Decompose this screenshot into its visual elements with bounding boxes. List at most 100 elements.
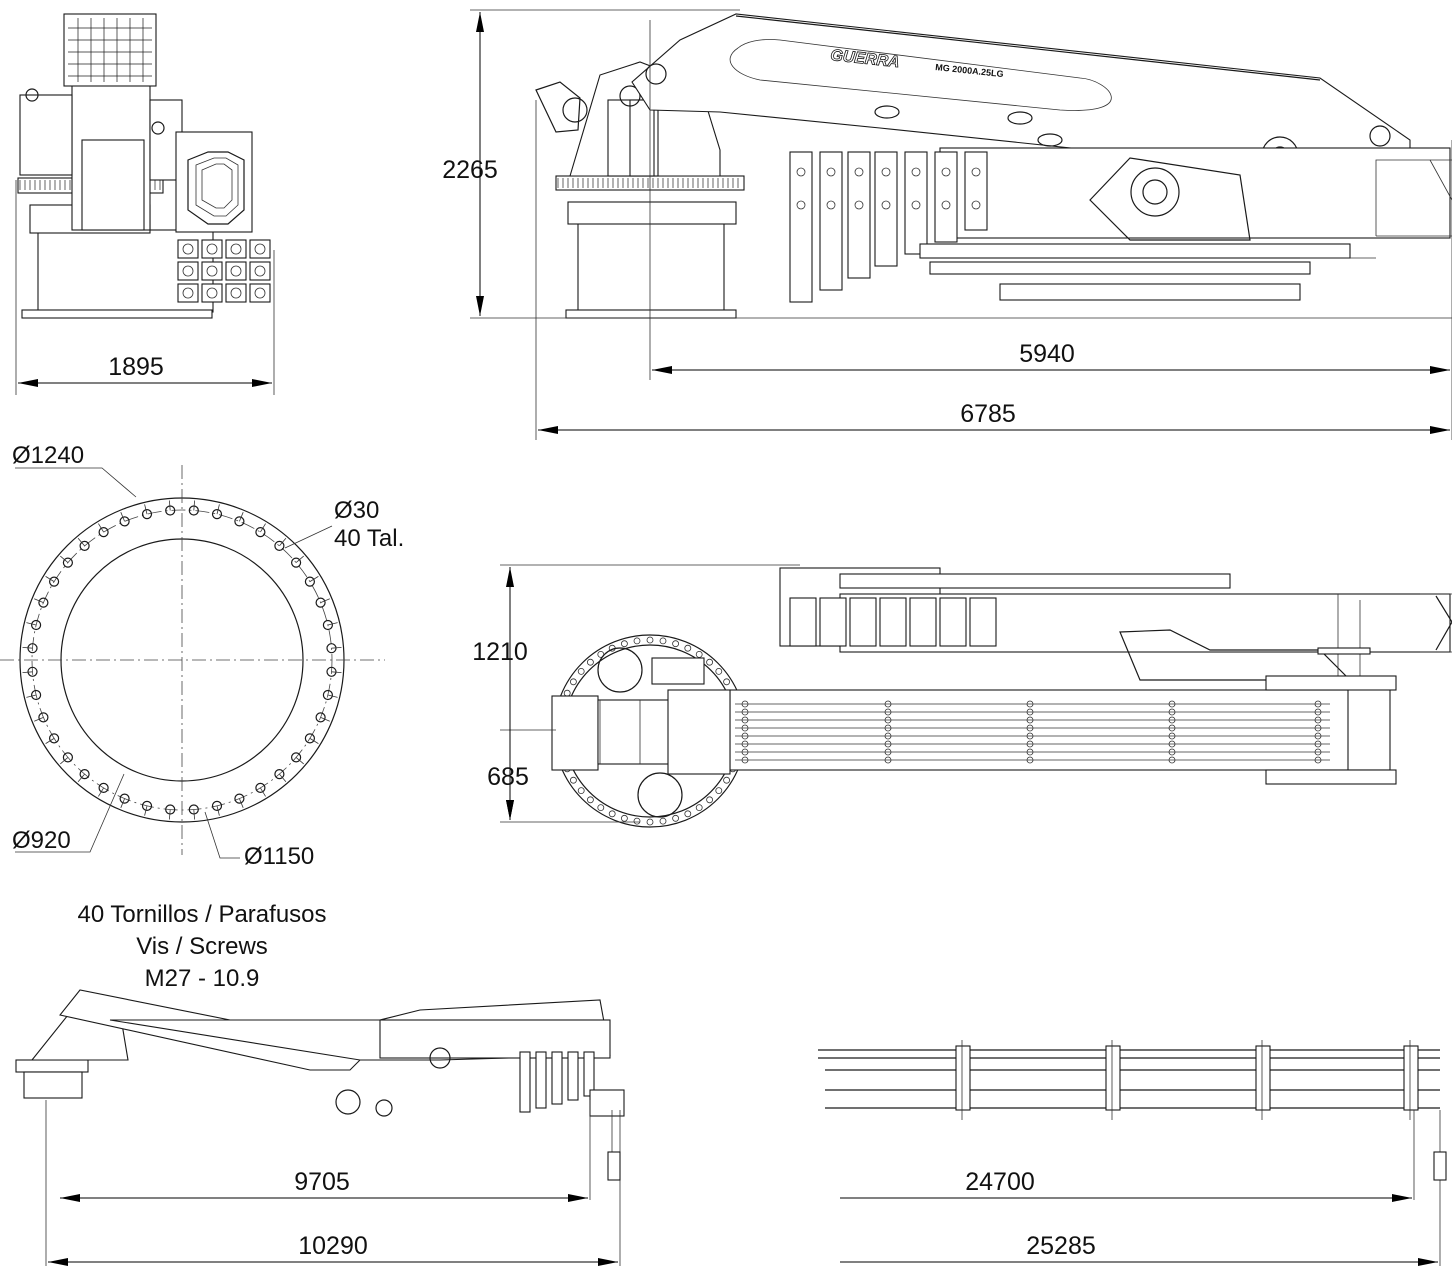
ring-hole bbox=[587, 658, 594, 666]
boom-pin bbox=[1314, 700, 1322, 708]
ring-hole bbox=[563, 689, 571, 697]
bolt-hole bbox=[322, 689, 333, 701]
valve-block bbox=[177, 239, 199, 259]
bolt-hole-tick bbox=[309, 738, 319, 744]
bolt-hole bbox=[141, 508, 153, 520]
dim-top-offset-label: 685 bbox=[487, 763, 529, 791]
valve-block bbox=[249, 261, 271, 281]
boom-pin bbox=[1168, 716, 1176, 724]
bolt-hole-tick bbox=[239, 512, 244, 522]
tele-bolt bbox=[911, 167, 921, 177]
tele-plate bbox=[819, 151, 843, 291]
boom-joint bbox=[1105, 1045, 1121, 1111]
tele-bolt bbox=[826, 167, 836, 177]
reach-view-short bbox=[15, 989, 625, 1266]
valve-port bbox=[230, 243, 242, 255]
bolt-hole bbox=[141, 800, 153, 812]
boom-pin bbox=[1314, 740, 1322, 748]
bolt-hole-tick bbox=[169, 809, 171, 820]
bolt-hole-tick bbox=[120, 512, 125, 522]
ring-hole bbox=[633, 637, 641, 645]
bolt-hole-tick bbox=[331, 647, 342, 649]
outer-diameter-label: Ø1240 bbox=[12, 442, 84, 469]
bolt-hole-tick bbox=[260, 787, 266, 797]
valve-port bbox=[182, 287, 194, 299]
ring-hole bbox=[672, 640, 679, 648]
bolt-hole-tick bbox=[327, 622, 338, 626]
valve-block bbox=[225, 261, 247, 281]
ring-hole bbox=[608, 810, 616, 818]
reach-plate bbox=[567, 1051, 579, 1101]
side-view: GUERRA MG 2000A.25LG bbox=[470, 9, 1452, 440]
boom-pin bbox=[1168, 756, 1176, 764]
tele-plate bbox=[847, 151, 871, 279]
ring-hole bbox=[706, 796, 713, 804]
boom-pin bbox=[1314, 732, 1322, 740]
bolt-hole-tick bbox=[22, 647, 33, 649]
dim-side-length-b-label: 6785 bbox=[960, 400, 1016, 428]
tele-plate bbox=[934, 151, 958, 243]
hole-diameter-label: Ø30 bbox=[334, 497, 379, 524]
bolt-hole-tick bbox=[77, 538, 85, 547]
ring-hole bbox=[659, 817, 667, 825]
valve-port bbox=[254, 287, 266, 299]
boom-pin bbox=[884, 748, 892, 756]
bolt-hole-tick bbox=[295, 757, 304, 765]
boom-joint bbox=[955, 1045, 971, 1111]
tele-bolt bbox=[941, 167, 951, 177]
valve-block bbox=[225, 283, 247, 303]
top-tele-plate bbox=[939, 597, 967, 647]
reach-view-extended bbox=[818, 1040, 1447, 1266]
bolt-hole bbox=[30, 689, 42, 701]
bolt-hole bbox=[315, 712, 326, 723]
boom-pin bbox=[1314, 724, 1322, 732]
top-tele-plate bbox=[789, 597, 817, 647]
tele-bolt bbox=[854, 167, 864, 177]
bolt-hole-tick bbox=[331, 671, 342, 673]
bolt-hole-tick bbox=[216, 805, 220, 816]
dim-reach-d-label: 25285 bbox=[1026, 1232, 1096, 1260]
ring-hole bbox=[646, 818, 654, 826]
valve-port bbox=[254, 265, 266, 277]
ring-hole bbox=[723, 776, 730, 784]
bolt-hole bbox=[304, 576, 315, 587]
top-tele-plate bbox=[969, 597, 997, 647]
dim-reach-b: 10290 bbox=[48, 1232, 618, 1266]
ring-hole bbox=[659, 637, 667, 645]
tele-bolt bbox=[881, 167, 891, 177]
ring-hole bbox=[684, 644, 692, 652]
bolt-hole bbox=[79, 540, 90, 552]
bolt-note: 40 Tornillos / Parafusos Vis / Screws M2… bbox=[77, 901, 326, 992]
ring-hole bbox=[621, 640, 628, 648]
boom-pin bbox=[884, 756, 892, 764]
valve-port bbox=[206, 287, 218, 299]
dim-side-length-a-label: 5940 bbox=[1019, 340, 1075, 368]
boom-pin bbox=[1026, 708, 1034, 716]
valve-port bbox=[182, 265, 194, 277]
tele-bolt bbox=[854, 200, 864, 210]
top-tele-plate bbox=[819, 597, 847, 647]
bolt-hole bbox=[255, 782, 266, 794]
dim-top-offset: 685 bbox=[487, 732, 529, 820]
bolt-hole bbox=[291, 752, 302, 763]
boom-pin bbox=[1314, 708, 1322, 716]
dim-reach-a-label: 9705 bbox=[294, 1168, 350, 1196]
bolt-hole bbox=[234, 793, 245, 804]
ring-hole bbox=[597, 804, 605, 811]
tele-bolt bbox=[941, 200, 951, 210]
tele-bolt bbox=[881, 200, 891, 210]
bolt-hole-tick bbox=[295, 555, 304, 563]
bolt-hole bbox=[98, 526, 109, 538]
bolt-hole bbox=[315, 597, 326, 608]
bolt-hole-tick bbox=[144, 805, 148, 816]
ring-hole bbox=[621, 814, 628, 822]
bolt-hole-tick bbox=[120, 798, 125, 808]
bolt-hole bbox=[322, 619, 333, 631]
bolt-note-line2: Vis / Screws bbox=[136, 933, 268, 960]
boom-pin bbox=[1026, 700, 1034, 708]
bolt-note-line1: 40 Tornillos / Parafusos bbox=[77, 901, 326, 928]
boom-pin bbox=[741, 748, 749, 756]
boom-pin bbox=[1168, 708, 1176, 716]
boom-joint bbox=[1403, 1045, 1419, 1111]
boom-pin bbox=[884, 700, 892, 708]
